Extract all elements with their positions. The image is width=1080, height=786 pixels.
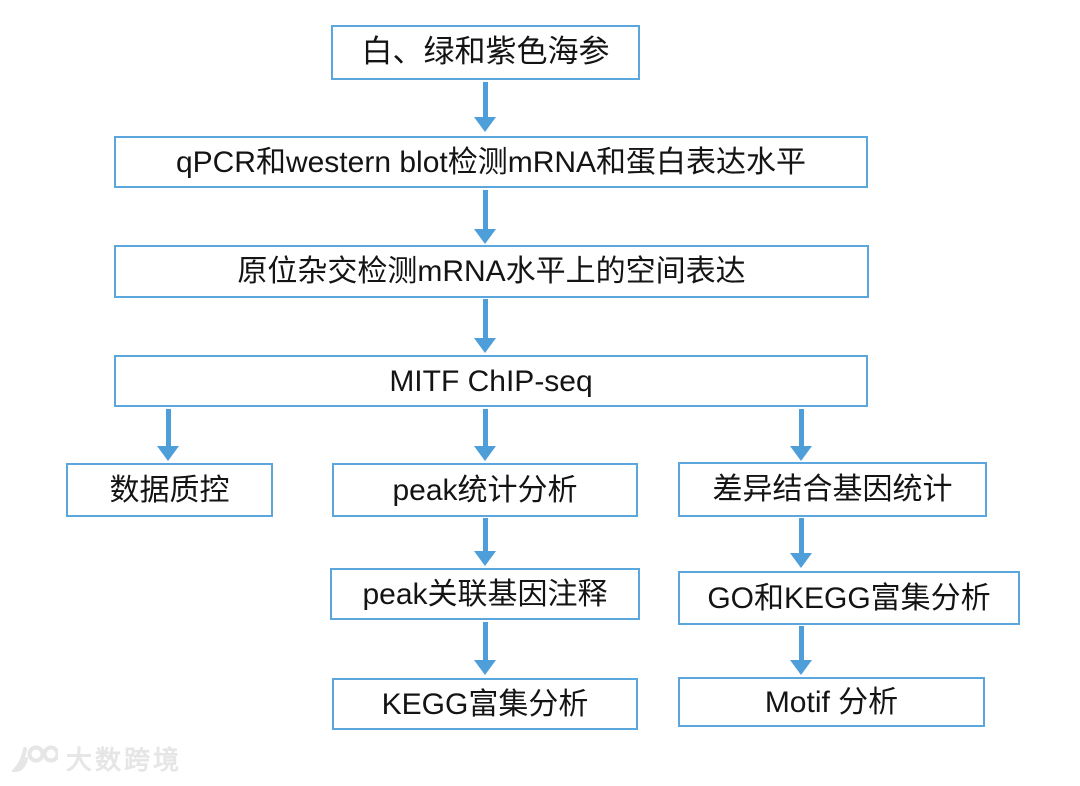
down-arrow-icon: [790, 626, 812, 675]
arrow-head: [474, 229, 496, 244]
hundred-logo-icon: [12, 745, 58, 772]
flow-node-kegg: KEGG富集分析: [332, 678, 638, 730]
down-arrow-icon: [474, 82, 496, 132]
flow-node-chip-seq: MITF ChIP-seq: [114, 355, 868, 407]
arrow-head: [474, 446, 496, 461]
down-arrow-icon: [474, 190, 496, 244]
down-arrow-icon: [474, 622, 496, 675]
arrow-shaft: [165, 409, 171, 446]
flow-node-peak-gene-annotation: peak关联基因注释: [330, 568, 640, 620]
down-arrow-icon: [474, 518, 496, 566]
watermark: 大数跨境: [12, 740, 182, 777]
arrow-shaft: [482, 518, 488, 551]
arrow-shaft: [798, 409, 804, 446]
arrow-shaft: [482, 190, 488, 229]
arrow-shaft: [798, 626, 804, 660]
down-arrow-icon: [790, 409, 812, 461]
arrow-head: [474, 551, 496, 566]
flow-node-go-kegg: GO和KEGG富集分析: [678, 571, 1020, 625]
arrow-shaft: [482, 299, 488, 338]
watermark-text: 大数跨境: [66, 745, 183, 775]
down-arrow-icon: [474, 409, 496, 461]
flow-node-qpcr-western: qPCR和western blot检测mRNA和蛋白表达水平: [114, 136, 868, 188]
arrow-shaft: [798, 518, 804, 553]
down-arrow-icon: [790, 518, 812, 568]
flow-node-diff-binding: 差异结合基因统计: [678, 462, 987, 517]
flow-node-sea-cucumbers: 白、绿和紫色海参: [331, 25, 640, 80]
arrow-head: [474, 117, 496, 132]
arrow-shaft: [482, 622, 488, 660]
arrow-head: [790, 446, 812, 461]
arrow-head: [790, 553, 812, 568]
flow-node-data-qc: 数据质控: [66, 463, 273, 517]
arrow-head: [474, 338, 496, 353]
arrow-head: [157, 446, 179, 461]
arrow-head: [474, 660, 496, 675]
arrow-shaft: [482, 82, 488, 117]
flow-node-motif: Motif 分析: [678, 677, 985, 727]
down-arrow-icon: [474, 299, 496, 353]
flow-node-in-situ: 原位杂交检测mRNA水平上的空间表达: [114, 245, 869, 298]
arrow-head: [790, 660, 812, 675]
arrow-shaft: [482, 409, 488, 446]
flow-node-peak-stats: peak统计分析: [332, 463, 638, 517]
down-arrow-icon: [157, 409, 179, 461]
